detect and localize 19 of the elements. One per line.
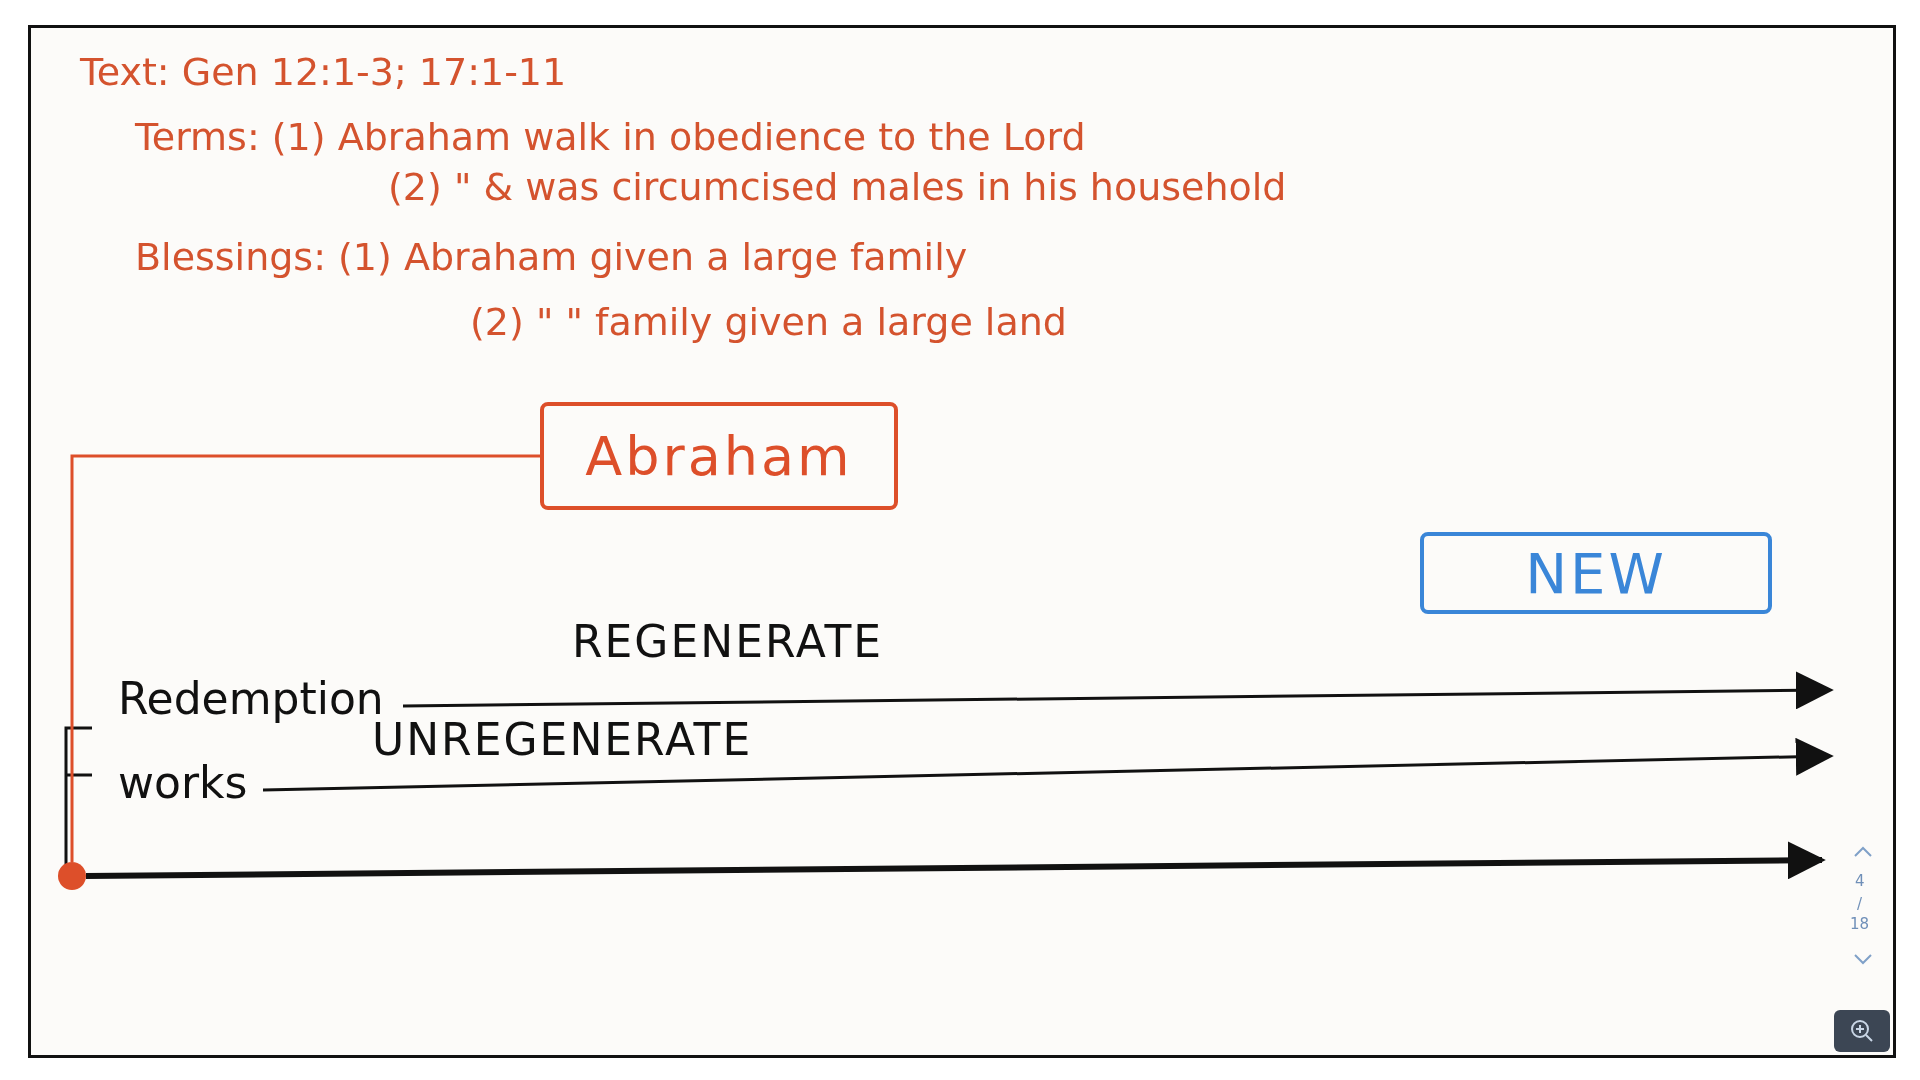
note-line: Terms: (1) Abraham walk in obedience to the Lord [135, 115, 1086, 161]
page-separator: / [1857, 895, 1863, 913]
note-line: Blessings: (1) Abraham given a large family [135, 235, 968, 281]
scripture-reference: Text: Gen 12:1-3; 17:1-11 [80, 50, 567, 96]
arrow [85, 841, 1826, 880]
row-label: works [118, 752, 263, 812]
note-line: (2) " " family given a large land [470, 300, 1067, 346]
connector-line [70, 454, 540, 862]
name-box [540, 402, 898, 510]
page-count: 18 [1850, 915, 1870, 933]
arrow [262, 737, 1834, 792]
edge-label: REGENERATE [572, 618, 884, 667]
box-label: NEW [1525, 540, 1667, 606]
arrow [403, 671, 1834, 710]
note-line: (2) " & was circumcised males in his household [388, 165, 1287, 211]
box-label: Abraham [585, 424, 853, 488]
page-number: 4 [1855, 872, 1865, 890]
banner-box [1420, 532, 1772, 614]
edge-label: UNREGENERATE [372, 716, 753, 765]
